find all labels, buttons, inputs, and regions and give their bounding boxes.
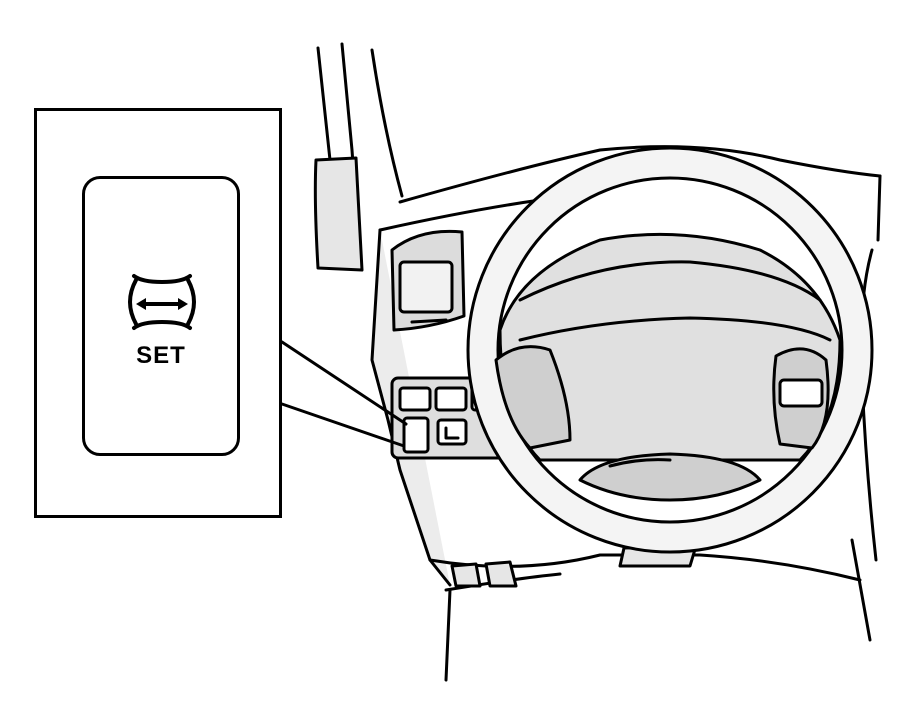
switch-2 xyxy=(434,386,468,412)
set-button[interactable] xyxy=(82,176,240,456)
lower-left-edge xyxy=(444,588,452,682)
tire-pressure-set-switch[interactable] xyxy=(402,416,430,454)
wheel-hub xyxy=(498,232,842,462)
switch-5 xyxy=(436,418,468,446)
a-pillar-trim xyxy=(370,48,404,198)
dashboard-lower-line xyxy=(378,198,542,232)
hood-release-right xyxy=(484,560,518,588)
side-air-vent-grille xyxy=(398,260,454,314)
right-spoke-control xyxy=(778,378,824,408)
lower-right-edge xyxy=(850,538,872,642)
lower-spoke-detail xyxy=(608,458,672,468)
lower-spoke xyxy=(578,452,762,502)
right-dash-edge xyxy=(876,174,882,242)
knee-panel xyxy=(428,553,862,582)
switch-1 xyxy=(398,386,432,412)
door-trim xyxy=(313,156,364,272)
switch-5-symbol xyxy=(444,426,460,440)
vent-slot xyxy=(410,318,448,324)
airbag-pad-lower xyxy=(518,316,832,342)
set-button-label: SET xyxy=(136,342,186,369)
callout-pointer-upper xyxy=(280,340,408,426)
callout-pointer-lower xyxy=(280,402,406,448)
airbag-pad xyxy=(518,260,822,302)
tire-pressure-set-icon xyxy=(128,274,196,330)
left-spoke xyxy=(494,345,572,450)
hood-release-left xyxy=(450,562,482,588)
